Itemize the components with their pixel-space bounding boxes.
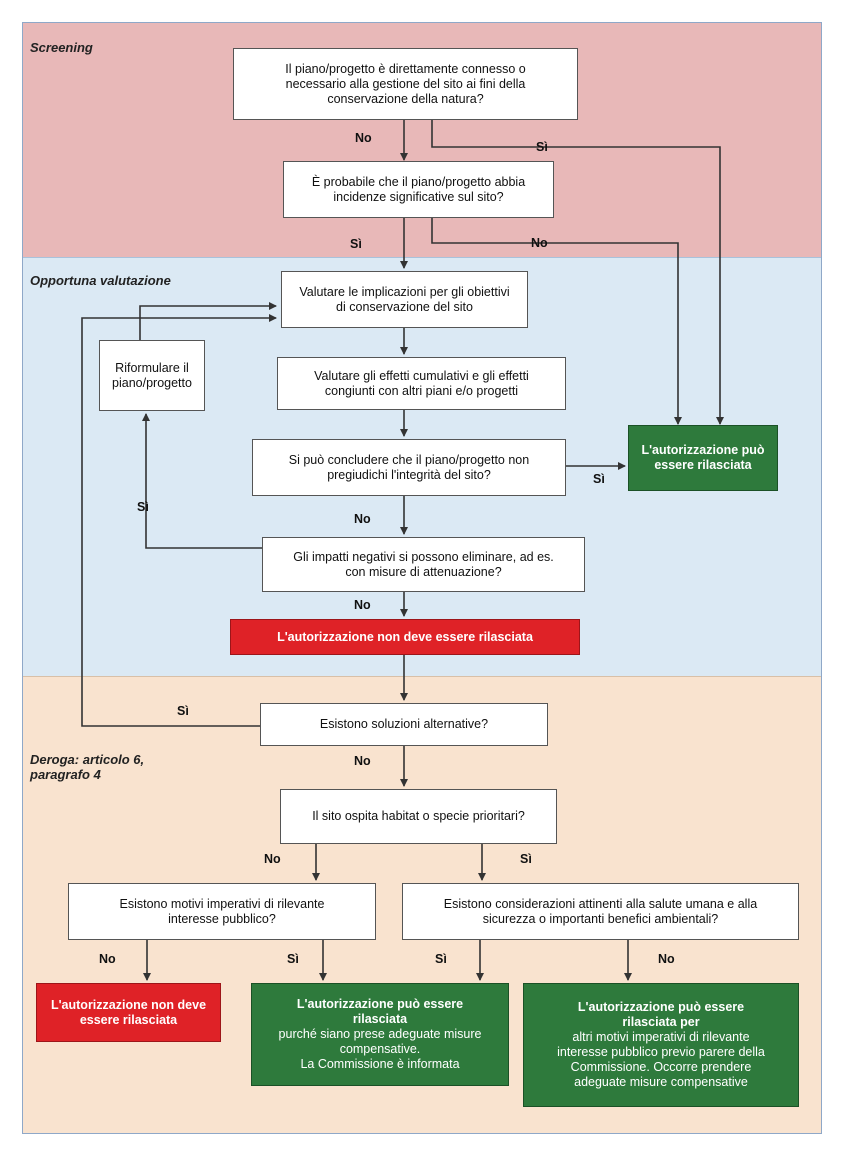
question-box-public-interest: Esistono motivi imperativi di rilevante … [68, 883, 376, 940]
question-box-health-safety: Esistono considerazioni attinenti alla s… [402, 883, 799, 940]
edge-label-d2-no: No [264, 852, 281, 866]
question-text: Esistono soluzioni alternative? [319, 717, 489, 731]
question-text: Si può concludere che il piano/progetto … [288, 452, 530, 482]
edge-q2-authok [431, 218, 682, 425]
edge-label-q2-si: Sì [350, 237, 362, 251]
edge-q1-authok [431, 120, 724, 425]
outcome-box-authorization-denied: L'autorizzazione non deve essere rilasci… [230, 619, 580, 655]
question-box-priority-habitats: Il sito ospita habitat o specie priorita… [280, 789, 557, 844]
edge-label-v3-si: Sì [593, 472, 605, 486]
edge-label-d2-si: Sì [520, 852, 532, 866]
outcome-box-final-denied: L'autorizzazione non deve essere rilasci… [36, 983, 221, 1042]
step-box-reformulate: Riformulare il piano/progetto [99, 340, 205, 411]
edge-label-v4-no: No [354, 598, 371, 612]
question-text: Il piano/progetto è direttamente conness… [285, 61, 526, 106]
outcome-box-final-granted-compensation: L'autorizzazione può essere rilasciata p… [251, 983, 509, 1086]
edge-label-d1-no: No [354, 754, 371, 768]
edge-label-d3-no: No [99, 952, 116, 966]
step-box-cumulative-effects: Valutare gli effetti cumulativi e gli ef… [277, 357, 566, 410]
question-box-significant-effects: È probabile che il piano/progetto abbia … [283, 161, 554, 218]
step-text: Riformulare il piano/progetto [112, 360, 192, 390]
edge-v4-riformulare [142, 413, 262, 549]
outcome-title: L'autorizzazione può essere rilasciata p… [577, 1000, 745, 1029]
outcome-title: L'autorizzazione può essere rilasciata [296, 997, 464, 1026]
question-text: Il sito ospita habitat o specie priorita… [312, 809, 525, 823]
outcome-box-authorization-granted: L'autorizzazione può essere rilasciata [628, 425, 778, 491]
outcome-description: purché siano prese adeguate misure compe… [278, 1027, 482, 1071]
edge-d1-v1 [81, 314, 277, 727]
section-title-screening: Screening [30, 40, 93, 55]
edge-label-d3-si: Sì [287, 952, 299, 966]
edge-label-d1-si: Sì [177, 704, 189, 718]
question-box-alternatives: Esistono soluzioni alternative? [260, 703, 548, 746]
question-box-site-integrity: Si può concludere che il piano/progetto … [252, 439, 566, 496]
question-text: Esistono considerazioni attinenti alla s… [443, 896, 758, 926]
step-text: Valutare le implicazioni per gli obietti… [299, 284, 510, 314]
edge-label-q2-no: No [531, 236, 548, 250]
question-box-directly-connected: Il piano/progetto è direttamente conness… [233, 48, 578, 120]
edge-label-q1-si: Sì [536, 140, 548, 154]
outcome-box-final-granted-other-reasons: L'autorizzazione può essere rilasciata p… [523, 983, 799, 1107]
question-text: Esistono motivi imperativi di rilevante … [119, 896, 325, 926]
edge-label-v4-si: Sì [137, 500, 149, 514]
step-box-assess-implications: Valutare le implicazioni per gli obietti… [281, 271, 528, 328]
question-text: Gli impatti negativi si possono eliminar… [293, 549, 554, 579]
edge-label-v3-no: No [354, 512, 371, 526]
section-title-valutazione: Opportuna valutazione [30, 273, 171, 288]
edge-label-q1-no: No [355, 131, 372, 145]
edge-label-d4-si: Sì [435, 952, 447, 966]
section-title-deroga: Deroga: articolo 6, paragrafo 4 [30, 752, 145, 782]
outcome-description: altri motivi imperativi di rilevante int… [557, 1030, 765, 1089]
outcome-text: L'autorizzazione non deve essere rilasci… [277, 629, 533, 644]
question-box-mitigation: Gli impatti negativi si possono eliminar… [262, 537, 585, 592]
diagram-frame [22, 22, 822, 1134]
edge-label-d4-no: No [658, 952, 675, 966]
edge-riformulare-v1 [139, 302, 277, 340]
outcome-text: L'autorizzazione può essere rilasciata [641, 443, 765, 472]
question-text: È probabile che il piano/progetto abbia … [311, 174, 526, 204]
step-text: Valutare gli effetti cumulativi e gli ef… [314, 368, 529, 398]
outcome-text: L'autorizzazione non deve essere rilasci… [50, 997, 207, 1027]
